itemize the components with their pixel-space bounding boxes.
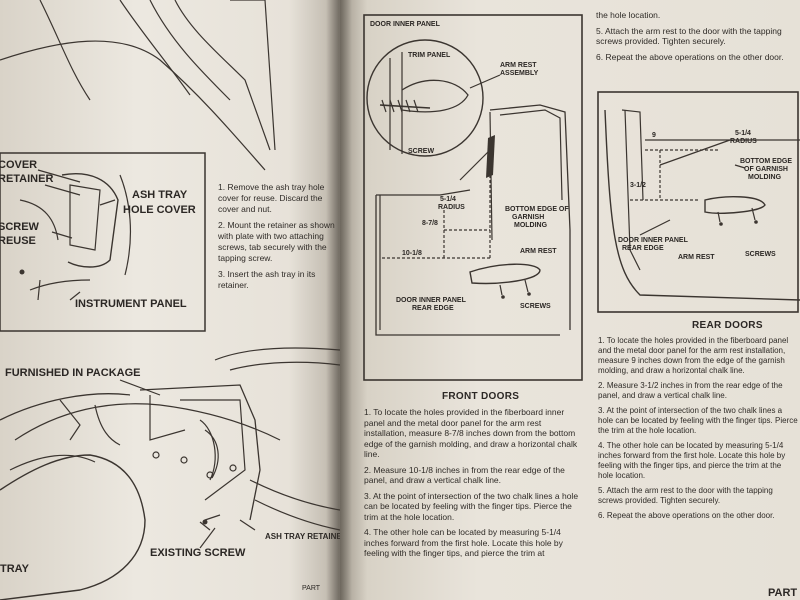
label-reuse: REUSE [0, 235, 36, 247]
fd-dim-8-7-8: 8-7/8 [422, 220, 438, 227]
rd-bottom-edge-3: MOLDING [748, 174, 782, 181]
fd-bottom-edge-3: MOLDING [514, 222, 548, 229]
rd-rear-edge-1: DOOR INNER PANEL [618, 237, 688, 244]
rear-step-2: 2. Measure 3-1/2 inches in from the rear… [598, 381, 783, 400]
rd-screws: SCREWS [745, 251, 776, 258]
front-step-2: 2. Measure 10-1/8 inches in from the rea… [364, 464, 565, 486]
right-page: the hole location. 5. Attach the arm res… [340, 0, 800, 600]
detail-circle [366, 39, 484, 157]
left-page: COVER RETAINER SCREW REUSE ASH TRAY HOLE… [0, 0, 348, 600]
fd-screw: SCREW [408, 148, 435, 155]
footer-right: PART [768, 587, 798, 599]
rd-dim-3-1-2: 3-1/2 [630, 182, 646, 189]
front-step-1: 1. To locate the holes provided in the f… [364, 407, 578, 459]
label-screw: SCREW [0, 221, 39, 233]
front-step-4: 4. The other hole can be located by meas… [364, 527, 563, 558]
rear-step-3: 3. At the point of intersection of the t… [598, 406, 798, 435]
right-illustrations [363, 14, 800, 381]
rd-dim-9: 9 [652, 132, 656, 139]
rear-step-4: 4. The other hole can be located by meas… [598, 441, 786, 480]
rd-arm-rest: ARM REST [678, 254, 715, 261]
fd-bottom-edge-1: BOTTOM EDGE OF [505, 206, 569, 213]
label-cover: COVER [0, 159, 38, 171]
fd-radius-val: 5-1/4 [440, 196, 456, 203]
fd-arm-rest: ARM REST [520, 248, 557, 255]
front-doors-heading: FRONT DOORS [442, 391, 520, 402]
label-furnished-in-package: FURNISHED IN PACKAGE [5, 367, 141, 379]
fd-trim-panel: TRIM PANEL [408, 52, 451, 59]
rear-doors-heading: REAR DOORS [692, 320, 763, 331]
rear-diagram-box [597, 91, 799, 313]
left-step-3: 3. Insert the ash tray in its retainer. [218, 269, 316, 290]
rear-step-5: 5. Attach the arm rest to the door with … [598, 486, 773, 505]
fd-dim-10-1-8: 10-1/8 [402, 250, 422, 257]
rear-step-1: 1. To locate the holes provided in the f… [598, 336, 789, 375]
front-diagram-box [363, 14, 583, 381]
label-retainer: RETAINER [0, 173, 54, 185]
rd-radius: RADIUS [730, 138, 757, 145]
fd-radius: RADIUS [438, 204, 465, 211]
inset-box [0, 152, 206, 332]
footer-left: PART [302, 585, 321, 592]
left-illustrations [0, 0, 340, 600]
dash-outline [0, 40, 266, 171]
fd-rear-edge-2: REAR EDGE [412, 305, 454, 312]
book-gutter-shadow [326, 0, 352, 600]
fd-rear-edge-1: DOOR INNER PANEL [396, 297, 466, 304]
rd-bottom-edge-1: BOTTOM EDGE [740, 158, 792, 165]
label-hole-cover: HOLE COVER [123, 204, 196, 216]
rd-rear-edge-2: REAR EDGE [622, 245, 664, 252]
top-step-5: 5. Attach the arm rest to the door with … [596, 25, 782, 47]
top-step-6: 6. Repeat the above operations on the ot… [596, 51, 784, 62]
rear-step-6: 6. Repeat the above operations on the ot… [598, 511, 775, 520]
rear-arm-rest [704, 196, 766, 214]
front-arm-rest [469, 263, 541, 285]
rd-bottom-edge-2: OF GARNISH [744, 166, 788, 173]
fd-arm-rest-assembly-1: ARM REST [500, 62, 537, 69]
top-text: the hole location. 5. Attach the arm res… [596, 10, 800, 67]
label-instrument-panel: INSTRUMENT PANEL [75, 298, 187, 310]
fd-bottom-edge-2: GARNISH [512, 214, 545, 221]
rd-radius-val: 5-1/4 [735, 130, 751, 137]
left-step-1: 1. Remove the ash tray hole cover for re… [218, 182, 325, 214]
top-continued: the hole location. [596, 10, 661, 20]
label-existing-screw: EXISTING SCREW [150, 547, 246, 559]
fd-arm-rest-assembly-2: ASSEMBLY [500, 70, 539, 77]
front-doors-steps: 1. To locate the holes provided in the f… [364, 407, 586, 564]
label-ash-tray-retainer: ASH TRAY RETAINER [265, 532, 348, 541]
rear-doors-steps: 1. To locate the holes provided in the f… [598, 336, 798, 526]
fd-door-inner-panel: DOOR INNER PANEL [370, 21, 440, 28]
label-ash-tray: ASH TRAY [132, 189, 188, 201]
left-steps: 1. Remove the ash tray hole cover for re… [218, 182, 336, 296]
left-step-2: 2. Mount the retainer as shown with plat… [218, 220, 335, 263]
label-tray: TRAY [0, 563, 29, 575]
fd-screws: SCREWS [520, 303, 551, 310]
front-step-3: 3. At the point of intersection of the t… [364, 490, 579, 522]
